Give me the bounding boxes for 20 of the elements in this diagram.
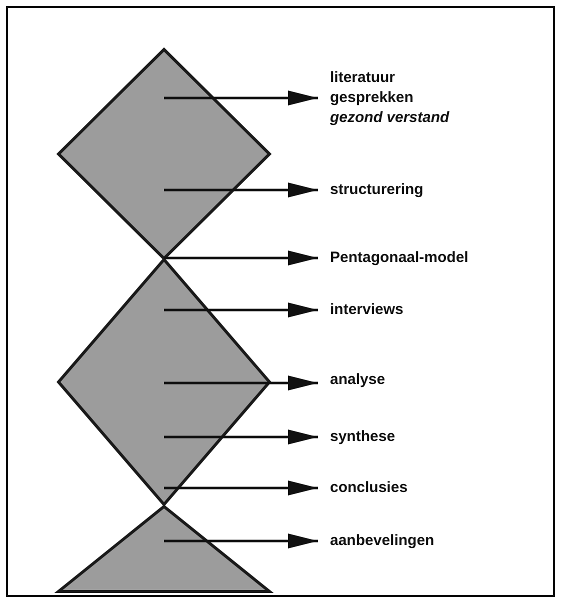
label-text: synthese <box>330 427 396 447</box>
label-text: gezond verstand <box>330 108 450 128</box>
label-text: structurering <box>330 180 424 200</box>
arrow <box>164 302 318 318</box>
label-text: Pentagonaal-model <box>330 248 468 268</box>
arrow <box>164 90 318 106</box>
label-text: interviews <box>330 300 404 320</box>
label-text: literatuur <box>330 68 396 88</box>
label-text: gesprekken <box>330 88 414 108</box>
arrow <box>164 480 318 496</box>
diamond-shape <box>57 48 271 260</box>
label-text: analyse <box>330 370 386 390</box>
arrow <box>164 430 318 444</box>
label-text: aanbevelingen <box>330 531 434 551</box>
arrow <box>164 250 318 266</box>
arrow <box>164 534 318 548</box>
triangle-shape <box>57 505 271 593</box>
label-text: conclusies <box>330 478 408 498</box>
arrow <box>164 182 318 198</box>
arrow <box>164 376 318 390</box>
